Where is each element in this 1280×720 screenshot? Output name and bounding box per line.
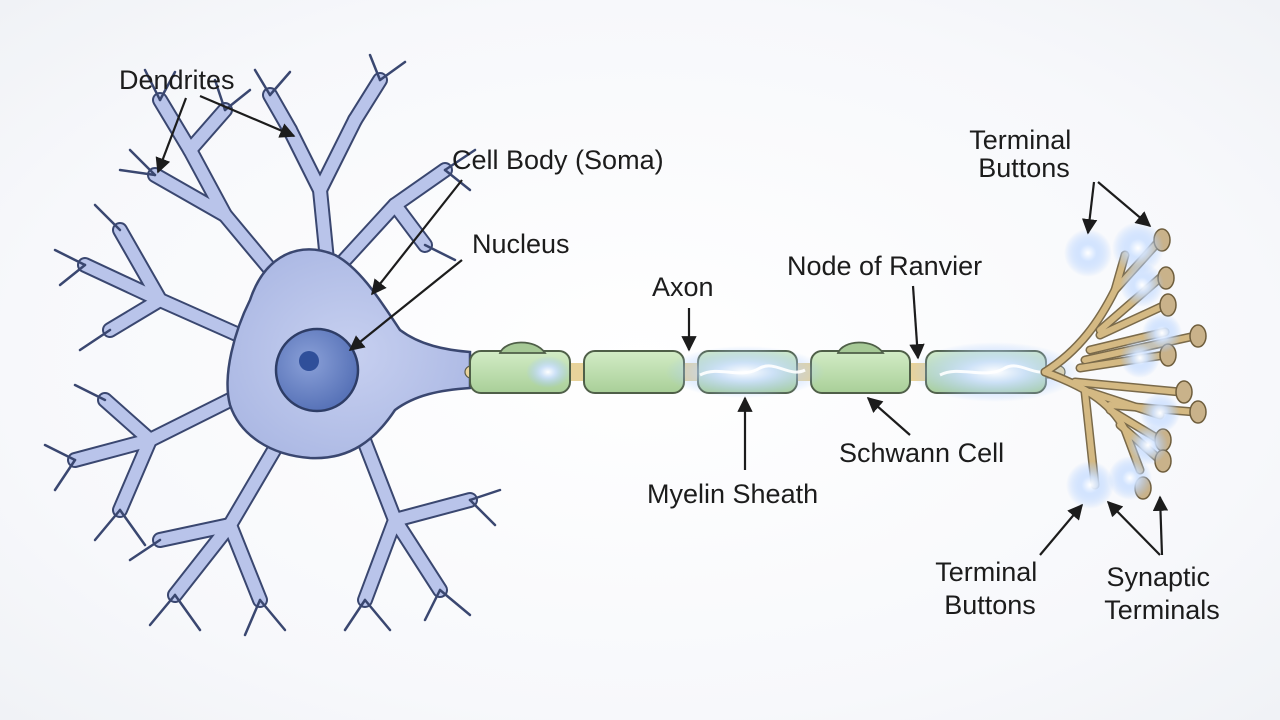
labels: Dendrites Cell Body (Soma) Nucleus Axon … <box>119 65 1220 625</box>
dendrites <box>43 53 502 637</box>
terminal-glows <box>1064 222 1182 509</box>
schwann-cell-nucleus <box>836 341 885 354</box>
leader-arrows <box>155 94 1169 556</box>
label-dendrites: Dendrites <box>119 65 235 95</box>
arrow-node-of-ranvier <box>909 285 925 360</box>
arrow-terminal-buttons-bottom <box>1039 503 1083 556</box>
label-cell-body: Cell Body (Soma) <box>452 145 664 175</box>
label-schwann-cell: Schwann Cell <box>839 438 1004 468</box>
myelin-segment <box>810 350 911 394</box>
node-of-ranvier <box>570 363 584 381</box>
label-node-of-ranvier: Node of Ranvier <box>787 251 982 281</box>
arrow-nucleus <box>348 259 463 351</box>
arrow-dendrites-right <box>199 94 296 138</box>
label-nucleus: Nucleus <box>472 229 570 259</box>
terminal-button <box>1189 400 1207 424</box>
label-axon: Axon <box>652 272 714 302</box>
arrow-terminal-buttons-top-right <box>1097 181 1152 227</box>
arrow-terminal-buttons-top-left <box>1081 181 1098 235</box>
nucleus <box>274 327 360 413</box>
terminal-button <box>1189 324 1207 348</box>
schwann-cell-nucleus <box>498 341 547 354</box>
arrow-cell-body <box>371 179 463 296</box>
arrow-schwann-cell <box>866 396 911 436</box>
label-terminal-buttons-bottom: Terminal Buttons <box>935 557 1045 620</box>
label-myelin-sheath: Myelin Sheath <box>647 479 818 509</box>
arrow-dendrites-left <box>155 97 188 174</box>
arrow-synaptic-terminals-right <box>1152 495 1169 556</box>
arrow-synaptic-terminals-left <box>1106 500 1161 556</box>
label-synaptic-terminals: Synaptic Terminals <box>1104 562 1220 625</box>
nucleolus <box>299 351 319 371</box>
terminal-button <box>1175 380 1193 404</box>
terminal-button <box>1159 293 1177 317</box>
label-terminal-buttons-top: Terminal Buttons <box>969 125 1079 183</box>
signal-glow <box>526 342 1080 402</box>
axon-terminals <box>1040 235 1200 490</box>
